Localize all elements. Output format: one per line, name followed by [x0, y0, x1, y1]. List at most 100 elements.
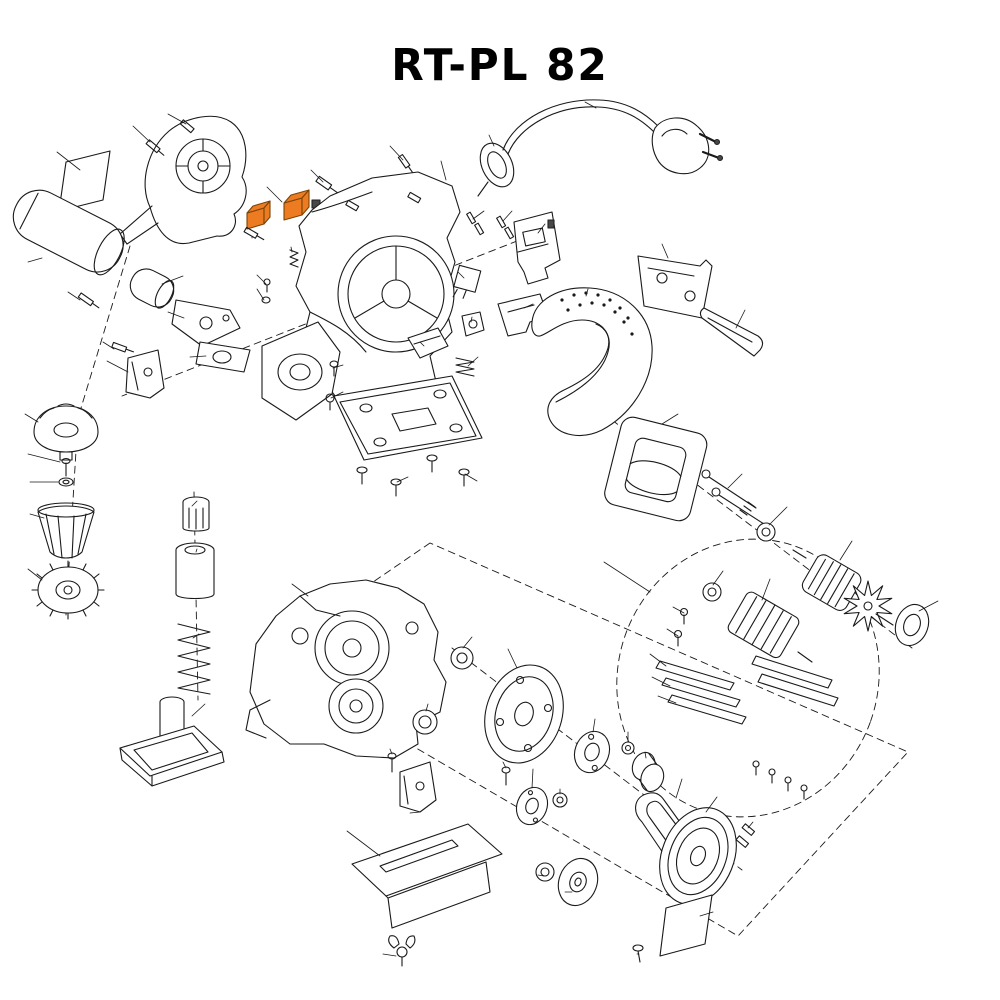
- part-11-screws-b: [735, 823, 756, 848]
- part-44-bracket-b: [399, 761, 437, 813]
- part-26-drum: [727, 591, 800, 659]
- part-10-power-cord-plug: [502, 99, 724, 175]
- part-45-bracket: [125, 349, 165, 399]
- part-57-gear-cover: [484, 664, 564, 764]
- part-34-screw: [325, 393, 335, 411]
- part-label-50: 50: [18, 551, 37, 569]
- part-label-08: 08: [474, 193, 493, 211]
- leader-line-32: [464, 473, 478, 482]
- leader-line-10: [584, 101, 597, 109]
- leader-line-02: [132, 125, 151, 143]
- leader-line-50: [27, 568, 43, 581]
- part-39-flange: [195, 341, 251, 373]
- part-label-44: 44: [400, 812, 419, 830]
- part-label-54: 54: [195, 686, 214, 704]
- part-label-07: 07: [431, 143, 450, 161]
- part-sole-plate: [333, 375, 483, 461]
- leader-line-47: [27, 453, 61, 463]
- leader-line-20: [585, 288, 589, 297]
- part-44-screw-a: [111, 341, 135, 353]
- part-front-cover: [261, 321, 341, 421]
- part-24-bearing-a: [756, 522, 776, 542]
- group-902-ellipse: [616, 538, 880, 818]
- part-label-11: 11: [502, 193, 521, 211]
- part-label-49: 49: [20, 496, 39, 514]
- leader-line-55: [291, 583, 309, 597]
- part-72-wing-screw: [388, 935, 416, 967]
- part-06-screw: [243, 226, 265, 241]
- part-65-disc: [557, 857, 599, 907]
- part-label-72: 72: [373, 953, 392, 971]
- part-label-09: 09: [479, 117, 498, 135]
- part-label-22: 22: [732, 456, 751, 474]
- part-35-screw: [329, 360, 339, 377]
- leader-line-16: [419, 341, 425, 347]
- part-number-labels: 0102030205040709100811120638133736414342…: [15, 101, 947, 971]
- part-53-spring: [177, 623, 211, 695]
- part-label-43: 43: [18, 261, 37, 279]
- leader-line-49: [29, 513, 45, 519]
- part-38-spring: [289, 249, 299, 268]
- leader-line-02: [502, 761, 507, 769]
- leader-line-27: [672, 606, 685, 614]
- leader-line-29: [649, 653, 667, 667]
- part-label-02: 02: [380, 128, 399, 146]
- part-label-11: 11: [743, 804, 762, 822]
- part-55-gear-housing: [245, 579, 447, 759]
- leader-line-51: [191, 500, 198, 507]
- leader-line-45: [106, 360, 129, 373]
- leader-line-56: [462, 636, 473, 649]
- leader-line-25: [839, 540, 853, 561]
- part-49-depth-cone: [37, 502, 95, 559]
- part-46-knob: [33, 403, 99, 461]
- leader-line-58: [592, 718, 596, 733]
- part-label-41: 41: [173, 258, 192, 276]
- part-label-42: 42: [58, 291, 77, 309]
- leader-line-13: [457, 271, 465, 279]
- part-label-44: 44: [93, 341, 112, 359]
- leader-line-23: [918, 600, 939, 612]
- part-label-33: 33: [398, 476, 417, 494]
- leader-line-11: [502, 210, 513, 222]
- leader-line-52: [195, 548, 198, 553]
- part-label-02: 02: [123, 108, 142, 126]
- part-18-bracket: [637, 255, 713, 319]
- part-label-18: 18: [652, 226, 671, 244]
- leader-line-05: [310, 169, 324, 183]
- part-16-trigger: [407, 327, 449, 359]
- part-09-cord-guard: [477, 142, 515, 197]
- part-label-25: 25: [842, 523, 861, 541]
- leader-line-46: [24, 413, 39, 423]
- part-label-59: 59: [550, 771, 569, 789]
- part-label-46: 46: [15, 396, 34, 414]
- part-label-27: 27: [663, 589, 682, 607]
- part-label-23: 23: [928, 583, 947, 601]
- page-title: RT-PL 82: [391, 40, 609, 91]
- part-01-label-sticker: [58, 150, 111, 212]
- part-label-47: 47: [18, 436, 37, 454]
- part-label-26: 26: [760, 561, 779, 579]
- part-23-ring: [894, 603, 930, 647]
- leader-line-39: [189, 355, 207, 358]
- part-31-plate: [667, 694, 747, 725]
- leader-line-44: [102, 341, 115, 350]
- part-label-64: 64: [627, 953, 646, 971]
- leader-line-62: [705, 796, 718, 813]
- leader-line-28: [666, 628, 679, 637]
- part-label-04: 04: [257, 169, 276, 187]
- part-label-902: 902: [586, 541, 622, 563]
- group-902-blade-drum-assembly: [655, 582, 839, 800]
- part-59-washer-b: [552, 792, 568, 808]
- part-14-bracket: [461, 311, 485, 337]
- leader-line-63: [699, 911, 714, 917]
- part-66-washer: [535, 862, 555, 882]
- leader-line-11: [747, 821, 754, 829]
- leader-line-35: [332, 364, 344, 369]
- part-36-washer: [261, 296, 271, 304]
- leader-line-901: [346, 830, 381, 857]
- part-43-roller: [12, 189, 125, 276]
- part-label-28: 28: [657, 611, 676, 629]
- leader-line-12: [537, 223, 546, 234]
- leader-line-68: [425, 703, 429, 712]
- part-02-03-bearing-cover: [119, 115, 247, 245]
